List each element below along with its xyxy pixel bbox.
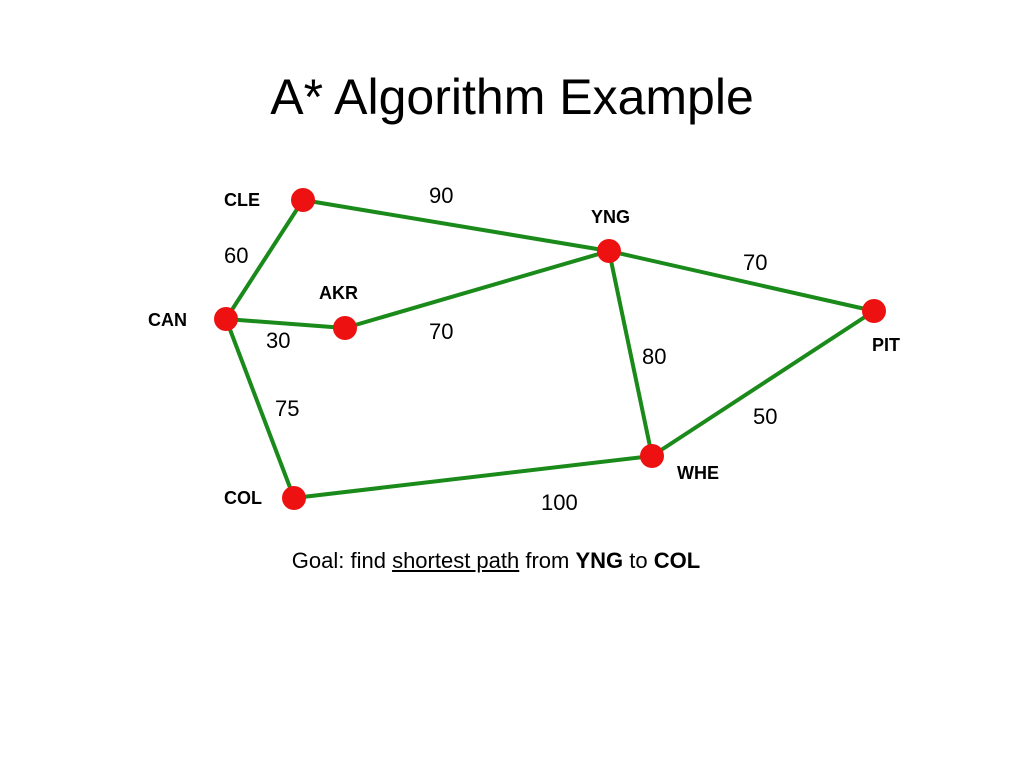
edge-weight-yng-whe: 80 bbox=[642, 344, 666, 369]
edge-weight-col-whe: 100 bbox=[541, 490, 578, 515]
edge-can-col bbox=[224, 317, 296, 500]
node-col bbox=[282, 486, 306, 510]
edge-akr-yng bbox=[343, 249, 611, 330]
edge-weight-pit-whe: 50 bbox=[753, 404, 777, 429]
goal-statement: Goal: find shortest path from YNG to COL bbox=[0, 546, 992, 576]
node-can bbox=[214, 307, 238, 331]
edge-weight-can-col: 75 bbox=[275, 396, 299, 421]
edge-yng-whe bbox=[607, 249, 654, 458]
edge-cle-can bbox=[224, 198, 305, 321]
node-cle bbox=[291, 188, 315, 212]
goal-start-node: YNG bbox=[575, 548, 624, 573]
nodes-layer bbox=[214, 188, 886, 510]
goal-middle: from bbox=[519, 548, 576, 573]
node-label-can: CAN bbox=[148, 310, 187, 330]
edge-weight-akr-yng: 70 bbox=[429, 319, 453, 344]
edge-yng-pit bbox=[607, 249, 876, 313]
node-label-yng: YNG bbox=[591, 207, 630, 227]
goal-end-node: COL bbox=[653, 548, 701, 573]
edge-weight-cle-can: 60 bbox=[224, 243, 248, 268]
edges-layer bbox=[224, 198, 876, 500]
edge-weight-can-akr: 30 bbox=[266, 328, 290, 353]
goal-shortest-path: shortest path bbox=[392, 548, 520, 573]
node-label-col: COL bbox=[224, 488, 262, 508]
edge-col-whe bbox=[292, 454, 654, 500]
edge-can-akr bbox=[224, 317, 347, 330]
node-label-pit: PIT bbox=[872, 335, 900, 355]
labels-layer: 90 60 30 70 70 80 75 50 100 CLE YNG CAN AKR PIT WHE COL bbox=[148, 183, 900, 515]
node-yng bbox=[597, 239, 621, 263]
goal-prefix: Goal: find bbox=[291, 548, 393, 573]
goal-connector: to bbox=[623, 548, 654, 573]
edge-pit-whe bbox=[650, 309, 876, 458]
node-pit bbox=[862, 299, 886, 323]
edge-weight-cle-yng: 90 bbox=[429, 183, 453, 208]
node-label-akr: AKR bbox=[319, 283, 358, 303]
node-label-cle: CLE bbox=[224, 190, 260, 210]
node-label-whe: WHE bbox=[677, 463, 719, 483]
edge-weight-yng-pit: 70 bbox=[743, 250, 767, 275]
slide-title: A* Algorithm Example bbox=[270, 69, 754, 125]
node-whe bbox=[640, 444, 664, 468]
edge-cle-yng bbox=[301, 198, 611, 253]
node-akr bbox=[333, 316, 357, 340]
